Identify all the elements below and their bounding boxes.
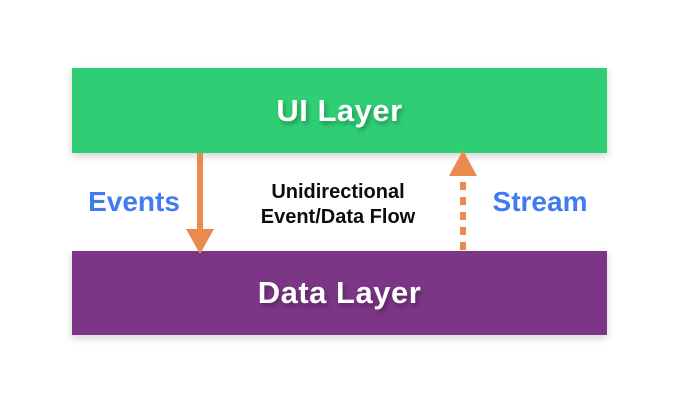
events-label: Events: [88, 186, 180, 217]
data-layer-label: Data Layer: [257, 275, 422, 310]
flow-caption: Unidirectional Event/Data Flow: [238, 180, 438, 230]
events-arrow-head: [186, 229, 214, 254]
stream-up-arrow: [449, 150, 477, 250]
stream-label: Stream: [492, 186, 588, 217]
stream-arrow-head: [449, 150, 477, 176]
flow-caption-line2: Event/Data Flow: [260, 206, 416, 228]
ui-layer-label: UI Layer: [276, 92, 403, 128]
ui-layer-box: UI Layer: [72, 68, 607, 153]
data-layer-box: Data Layer: [72, 251, 607, 335]
flow-caption-line1: Unidirectional: [271, 181, 405, 203]
events-down-arrow: [186, 153, 214, 254]
